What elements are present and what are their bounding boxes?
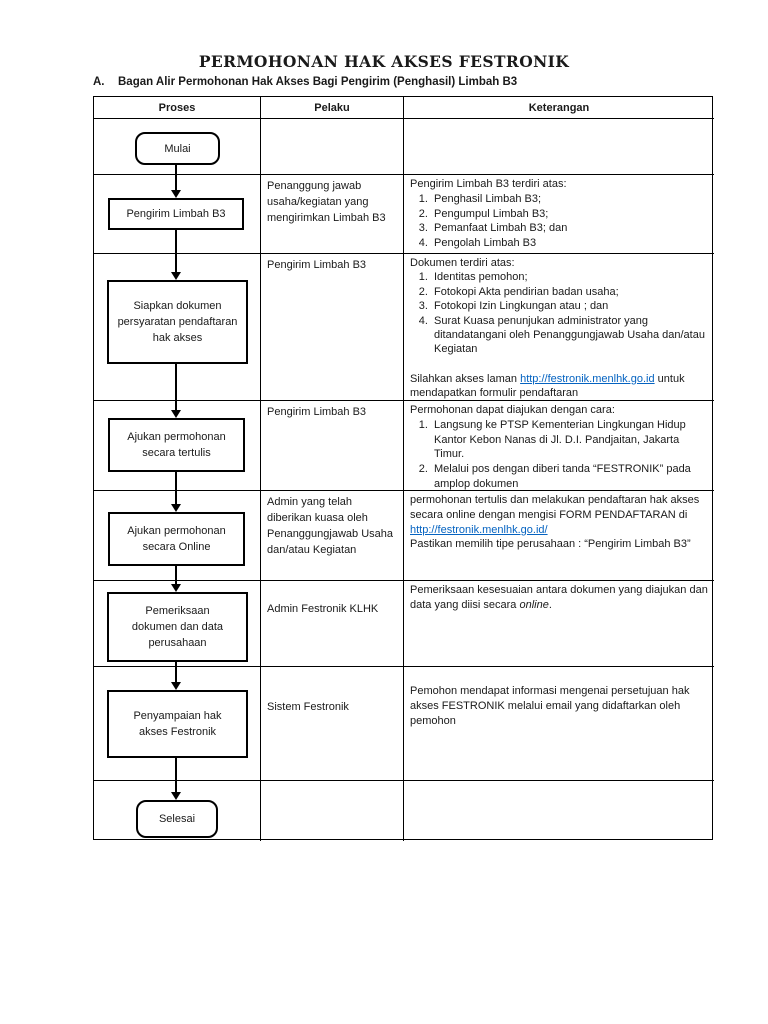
keterangan-italic: online [519, 598, 549, 611]
keterangan-text: Pastikan memilih tipe perusahaan : “Peng… [410, 538, 691, 551]
cell-proses-r7 [94, 667, 261, 781]
flow-arrow-down-icon [170, 364, 182, 418]
keterangan-intro: Dokumen terdiri atas: [410, 257, 515, 269]
list-item: Surat Kuasa penunjukan administrator yan… [431, 314, 708, 357]
column-header-pelaku: Pelaku [261, 97, 404, 119]
cell-pelaku-r1 [261, 119, 404, 175]
keterangan-list: Langsung ke PTSP Kementerian Lingkungan … [410, 418, 708, 490]
keterangan-intro: Permohonan dapat diajukan dengan cara: [410, 404, 615, 416]
keterangan-text: permohonan tertulis dan melakukan pendaf… [410, 494, 700, 521]
cell-keterangan-r3: Dokumen terdiri atas: Identitas pemohon;… [404, 254, 714, 401]
cell-pelaku-r4: Pengirim Limbah B3 [261, 401, 404, 491]
cell-proses-r6 [94, 581, 261, 667]
flow-step-pemeriksaan-dokumen: Pemeriksaan dokumen dan data perusahaan [107, 592, 248, 662]
note-prefix: Silahkan akses laman [410, 372, 518, 385]
flow-arrow-down-icon [170, 472, 182, 512]
section-title: Bagan Alir Permohonan Hak Akses Bagi Pen… [118, 76, 518, 88]
flow-step-pengirim-limbah-b3: Pengirim Limbah B3 [108, 198, 244, 230]
keterangan-intro: Pengirim Limbah B3 terdiri atas: [410, 178, 567, 190]
cell-keterangan-r4: Permohonan dapat diajukan dengan cara: L… [404, 401, 714, 491]
keterangan-list: Identitas pemohon; Fotokopi Akta pendiri… [410, 270, 708, 356]
cell-keterangan-r8 [404, 781, 714, 841]
flow-arrow-down-icon [170, 230, 182, 280]
cell-proses-r4 [94, 401, 261, 491]
list-item: Pemanfaat Limbah B3; dan [431, 221, 708, 236]
cell-proses-r8 [94, 781, 261, 841]
cell-keterangan-r6: Pemeriksaan kesesuaian antara dokumen ya… [404, 581, 714, 667]
section-heading: A. Bagan Alir Permohonan Hak Akses Bagi P… [93, 76, 723, 88]
flow-step-ajukan-tertulis: Ajukan permohonan secara tertulis [108, 418, 245, 472]
keterangan-text: Pemeriksaan kesesuaian antara dokumen ya… [410, 584, 708, 611]
flow-arrow-down-icon [170, 165, 182, 198]
flow-arrow-down-icon [170, 758, 182, 800]
flow-step-penyampaian-hak-akses: Penyampaian hak akses Festronik [107, 690, 248, 758]
cell-keterangan-r7: Pemohon mendapat informasi mengenai pers… [404, 667, 714, 781]
flow-end-terminator: Selesai [136, 800, 218, 838]
flow-arrow-down-icon [170, 566, 182, 592]
cell-keterangan-r1 [404, 119, 714, 175]
flowchart-table: Proses Pelaku Keterangan Penanggung jawa… [93, 96, 714, 841]
list-item: Pengolah Limbah B3 [431, 236, 708, 251]
list-item: Langsung ke PTSP Kementerian Lingkungan … [431, 418, 708, 462]
list-item: Pengumpul Limbah B3; [431, 207, 708, 222]
list-item: Identitas pemohon; [431, 270, 708, 284]
cell-pelaku-r5: Admin yang telah diberikan kuasa oleh Pe… [261, 491, 404, 581]
cell-proses-r1 [94, 119, 261, 175]
keterangan-text: . [548, 598, 552, 611]
cell-keterangan-r2: Pengirim Limbah B3 terdiri atas: Penghas… [404, 175, 714, 254]
flow-start-terminator: Mulai [135, 132, 220, 165]
column-header-keterangan: Keterangan [404, 97, 714, 119]
cell-pelaku-r2: Penanggung jawab usaha/kegiatan yang men… [261, 175, 404, 254]
flow-arrow-down-icon [170, 662, 182, 690]
list-item: Penghasil Limbah B3; [431, 192, 708, 207]
table-grid: Proses Pelaku Keterangan Penanggung jawa… [93, 96, 714, 841]
cell-keterangan-r5: permohonan tertulis dan melakukan pendaf… [404, 491, 714, 581]
cell-proses-r3 [94, 254, 261, 401]
list-item: Fotokopi Izin Lingkungan atau ; dan [431, 299, 708, 313]
cell-pelaku-r3: Pengirim Limbah B3 [261, 254, 404, 401]
cell-proses-r2 [94, 175, 261, 254]
page-title: PERMOHONAN HAK AKSES FESTRONIK [198, 52, 570, 71]
cell-proses-r5 [94, 491, 261, 581]
flow-step-siapkan-dokumen: Siapkan dokumen persyaratan pendaftaran … [107, 280, 248, 364]
festronik-link-online[interactable]: http://festronik.menlhk.go.id/ [410, 523, 548, 536]
festronik-link[interactable]: http://festronik.menlhk.go.id [520, 372, 655, 385]
section-letter: A. [93, 76, 105, 88]
cell-pelaku-r6: Admin Festronik KLHK [261, 581, 404, 667]
flow-step-ajukan-online: Ajukan permohonan secara Online [108, 512, 245, 566]
keterangan-note: Silahkan akses laman http://festronik.me… [410, 372, 708, 400]
list-item: Melalui pos dengan diberi tanda “FESTRON… [431, 462, 708, 490]
cell-pelaku-r8 [261, 781, 404, 841]
keterangan-list: Penghasil Limbah B3; Pengumpul Limbah B3… [410, 192, 708, 251]
note-suffix: untuk mendapatkan formulir pendaftaran [410, 372, 685, 400]
column-header-proses: Proses [94, 97, 261, 119]
list-item: Fotokopi Akta pendirian badan usaha; [431, 285, 708, 299]
cell-pelaku-r7: Sistem Festronik [261, 667, 404, 781]
